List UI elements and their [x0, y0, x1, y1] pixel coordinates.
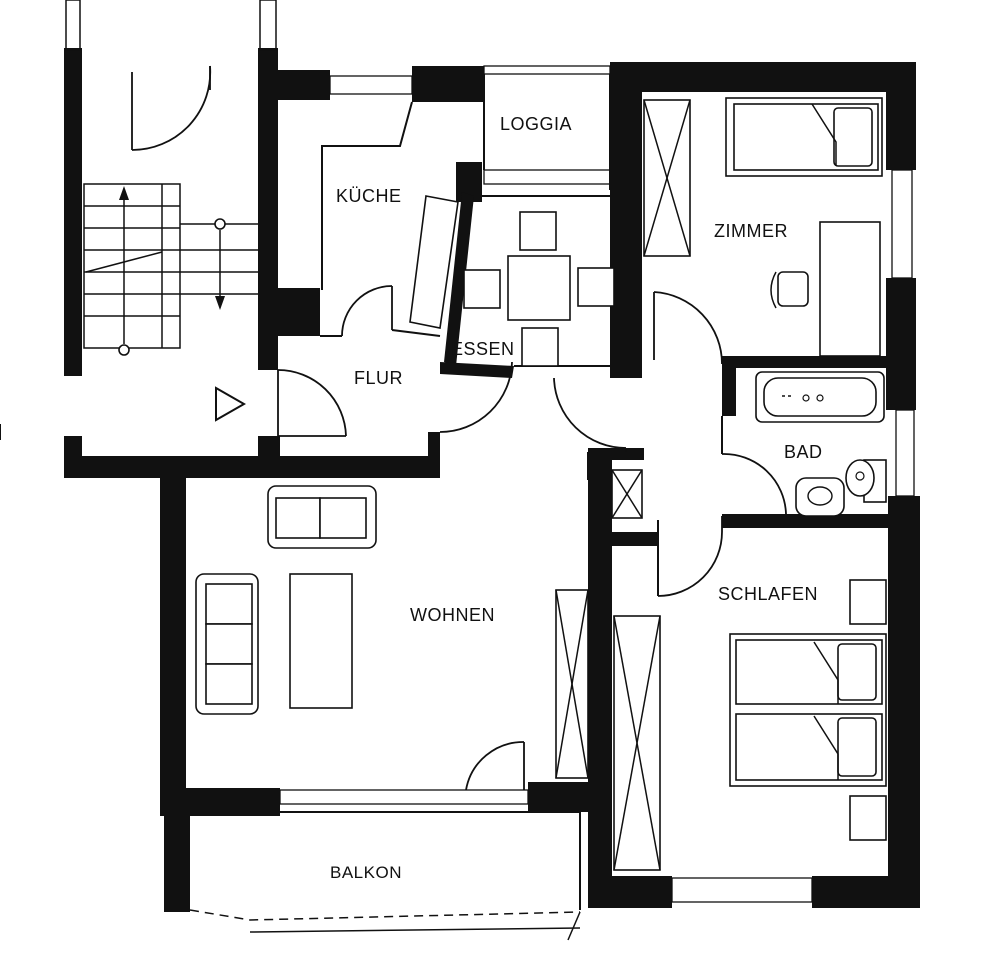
- wall-schlafen-left: [588, 452, 612, 908]
- wall-zimmer-bottom: [722, 356, 916, 368]
- furniture-zimmer: [643, 97, 883, 357]
- pillow-zimmer: [833, 107, 873, 167]
- stair-top-right-post: [259, 0, 277, 51]
- window-loggia-top: [483, 65, 611, 75]
- desk-chair: [777, 271, 809, 307]
- wall-entry-bottom: [64, 456, 280, 478]
- wall-kitchen-top-left: [258, 70, 330, 100]
- staircase-icon: [83, 183, 258, 356]
- wall-schlafen-right: [888, 496, 920, 908]
- wall-wohnen-left: [160, 478, 186, 790]
- wall-schlafen-top-stub: [612, 532, 658, 546]
- furniture-bad: [755, 371, 887, 517]
- chair-right: [577, 267, 615, 307]
- window-schlafen: [671, 877, 813, 903]
- room-label-kueche: KÜCHE: [336, 186, 402, 206]
- wall-entry-stub: [258, 436, 280, 476]
- wall-flur-stub: [428, 432, 440, 478]
- furniture-loggia-essen: [463, 211, 615, 367]
- window-kitchen: [329, 75, 413, 95]
- nightstand-bottom: [849, 795, 887, 841]
- window-loggia-bottom: [483, 169, 611, 185]
- coffee-table: [289, 573, 353, 709]
- wall-zimmer-left: [610, 62, 642, 378]
- room-label-essen: ESSEN: [451, 339, 515, 359]
- wall-schlafen-bottom-left: [588, 876, 672, 908]
- nightstand-top: [849, 579, 887, 625]
- wall-wohnen-bottom-right: [528, 782, 610, 812]
- walls: [64, 0, 920, 912]
- sink: [795, 477, 845, 517]
- toilet: [845, 459, 875, 497]
- chair-bottom: [521, 327, 559, 367]
- furniture-wohnen: [195, 485, 589, 779]
- wall-essen-slant: [444, 192, 474, 366]
- dining-table: [507, 255, 571, 321]
- stair-door: [131, 65, 212, 151]
- wall-schlafen-bottom-right: [812, 876, 920, 908]
- wall-shaft-top: [588, 448, 644, 460]
- room-label-zimmer: ZIMMER: [714, 221, 788, 241]
- room-label-loggia: LOGGIA: [500, 114, 572, 134]
- room-label-flur: FLUR: [354, 368, 403, 388]
- wall-bad-bottom: [722, 514, 896, 528]
- room-label-balkon: BALKON: [330, 863, 402, 882]
- desk-zimmer: [819, 221, 881, 357]
- window-wohnen: [279, 789, 529, 805]
- chair-top: [519, 211, 557, 251]
- doors: [277, 285, 787, 791]
- room-label-bad: BAD: [784, 442, 823, 462]
- triangle-entry-icon: [215, 386, 247, 422]
- stair-top-left-post: [65, 0, 81, 51]
- wall-stair-right: [258, 48, 278, 370]
- wall-flur-bottom: [278, 456, 438, 478]
- wall-bad-left: [722, 356, 736, 416]
- wall-stair-left: [64, 48, 82, 376]
- kitchen-counter: [409, 195, 459, 329]
- wall-kitchen-pillar: [278, 288, 320, 336]
- window-bad: [895, 409, 915, 497]
- wall-zimmer-top: [610, 62, 916, 92]
- interior-lines: [0, 74, 723, 941]
- room-label-schlafen: SCHLAFEN: [718, 584, 818, 604]
- wall-essen-bottom: [440, 362, 514, 378]
- furniture-schlafen: [613, 579, 887, 871]
- room-labels: LOGGIA KÜCHE ZIMMER ESSEN FLUR BAD WOHNE…: [330, 114, 823, 882]
- wall-kitchen-top-right: [412, 66, 484, 102]
- wall-zimmer-right-low: [886, 278, 916, 410]
- room-label-wohnen: WOHNEN: [410, 605, 495, 625]
- wall-zimmer-right-top: [886, 62, 916, 170]
- windows: [279, 65, 915, 903]
- window-zimmer: [891, 169, 913, 279]
- wall-balkon-left: [164, 812, 190, 912]
- chair-left: [463, 269, 501, 309]
